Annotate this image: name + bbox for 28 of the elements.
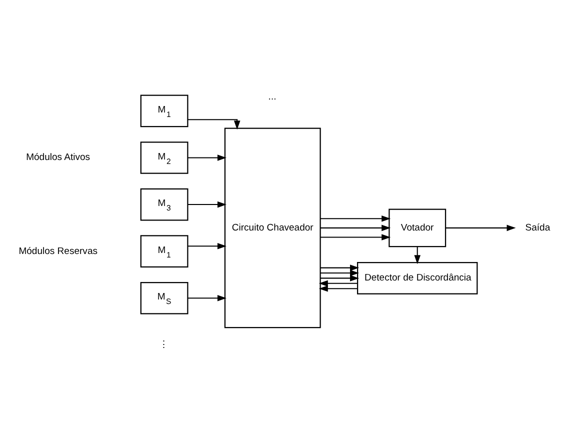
arrow — [320, 264, 360, 270]
node-box: M$_{S}$ — [140, 281, 188, 314]
label: Módulos Ativos — [26, 152, 90, 163]
arrow — [188, 242, 226, 249]
arrow — [188, 154, 226, 160]
label: ... — [268, 90, 276, 102]
arrow — [320, 269, 360, 276]
node-box: Circuito Chaveador — [224, 127, 321, 328]
node-box: M$_{1}$ — [140, 94, 188, 127]
arrow — [320, 234, 391, 240]
label: Módulos Reservas — [18, 245, 98, 256]
arrow — [320, 274, 360, 281]
arrow — [320, 214, 391, 222]
node-text: Saída — [525, 222, 550, 233]
arrow — [188, 118, 240, 130]
arrow — [318, 284, 358, 292]
arrow — [318, 280, 358, 286]
label: ⋮ — [159, 338, 170, 350]
node-box: Detector de Discordância — [357, 262, 478, 294]
node-box: M$_{2}$ — [140, 141, 188, 174]
arrow — [188, 200, 226, 208]
node-box: Votador — [388, 208, 446, 247]
arrow — [188, 294, 226, 301]
arrow — [446, 224, 516, 231]
arrow — [414, 246, 421, 264]
node-box: M$_{1}$ — [140, 234, 188, 267]
arrow — [320, 224, 391, 231]
node-box: M$_{3}$ — [140, 188, 188, 220]
